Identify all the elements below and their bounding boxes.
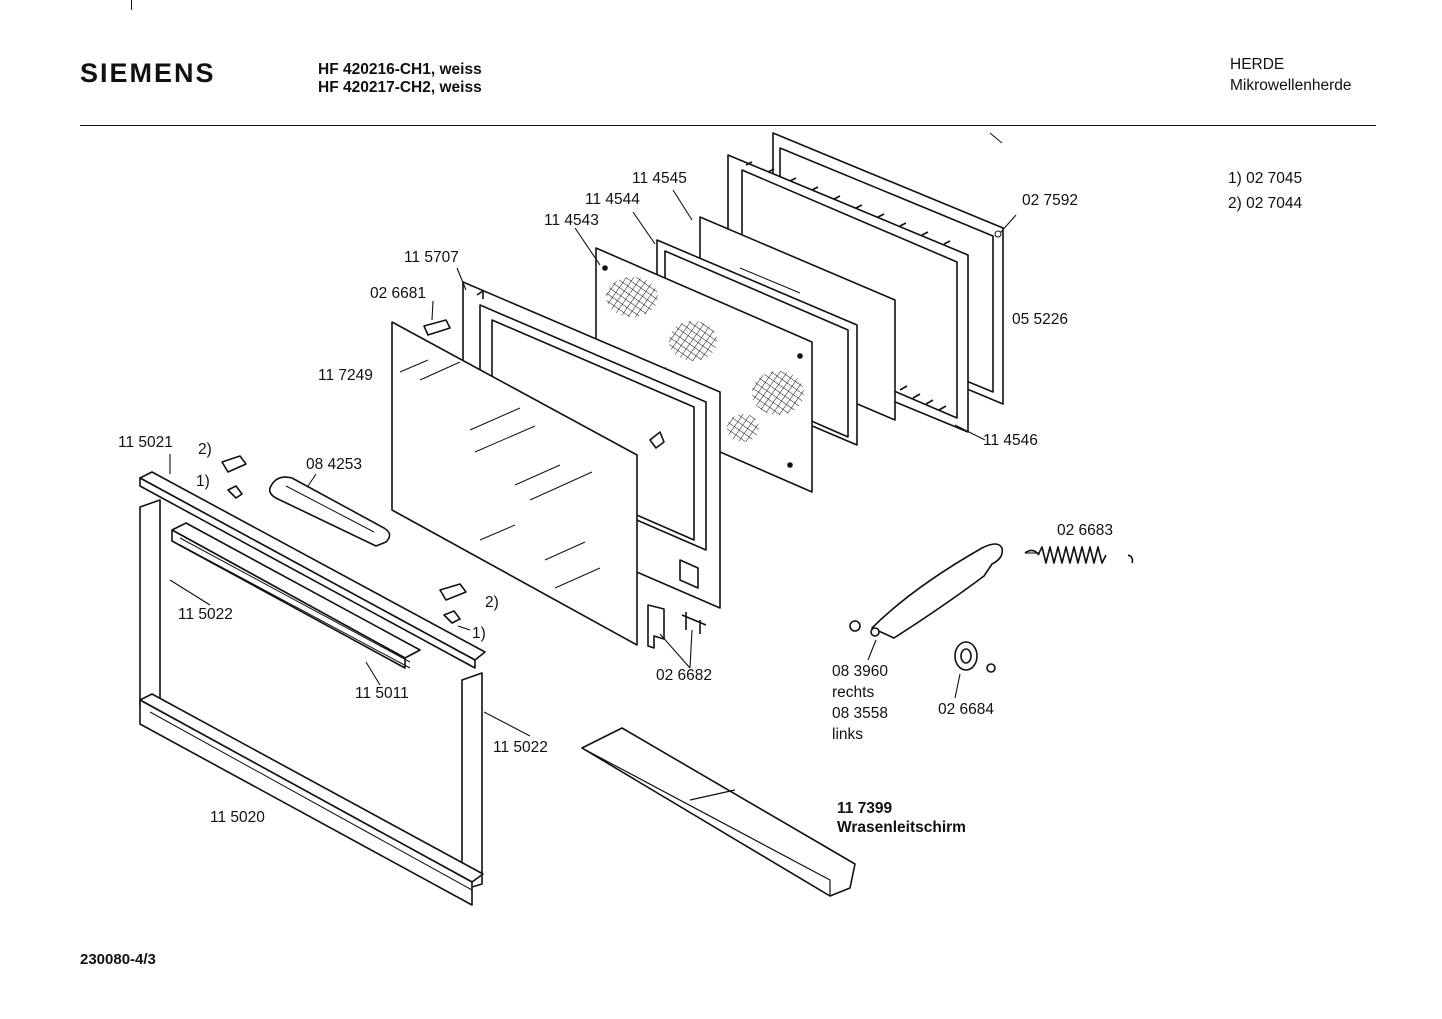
model-line-1: HF 420216-CH1, weiss — [318, 61, 482, 78]
outer-glass — [391, 321, 638, 646]
label-115022-right: 11 5022 — [493, 739, 548, 756]
hinge-screw — [681, 612, 707, 634]
label-055226: 05 5226 — [1012, 311, 1069, 328]
drawing-code: 230080-4/3 — [80, 951, 156, 968]
model-line-2: HF 420217-CH2, weiss — [318, 79, 482, 96]
label-026683: 02 6683 — [1057, 522, 1114, 539]
label-115011: 11 5011 — [355, 685, 409, 702]
label-115707: 11 5707 — [404, 249, 459, 266]
label-114544: 11 4544 — [585, 191, 640, 208]
leader-lines — [169, 189, 1040, 737]
label-note2-a: 2) — [198, 441, 212, 458]
label-note1-b: 1) — [472, 625, 486, 642]
door-handle — [268, 476, 391, 547]
label-026682: 02 6682 — [656, 667, 713, 684]
label-115021: 11 5021 — [118, 434, 173, 451]
crop-mark — [131, 0, 132, 10]
label-115020: 11 5020 — [210, 809, 265, 826]
bottom-rail — [139, 693, 484, 906]
spring — [1024, 546, 1134, 564]
hinge-plate — [647, 604, 665, 649]
label-114543: 11 4543 — [544, 212, 599, 229]
clip-part — [423, 319, 451, 336]
left-stile — [139, 499, 161, 707]
steam-deflector — [581, 727, 856, 897]
label-083558: 08 3558 — [832, 705, 889, 722]
mesh-plate — [595, 247, 813, 493]
label-114546: 11 4546 — [983, 432, 1038, 449]
label-026684: 02 6684 — [938, 701, 995, 718]
label-027592: 02 7592 — [1022, 192, 1079, 209]
label-links: links — [832, 726, 864, 743]
label-114545: 11 4545 — [632, 170, 687, 187]
header-rule — [80, 125, 1376, 126]
right-stile — [461, 672, 483, 891]
category: HERDE — [1230, 56, 1285, 73]
label-026681: 02 6681 — [370, 285, 427, 302]
door-lever — [849, 543, 1004, 639]
label-wrasenleitschirm: Wrasenleitschirm — [837, 819, 966, 836]
latch-clips — [221, 455, 467, 624]
brand-logo: SIEMENS — [80, 58, 216, 88]
vent-bar — [171, 522, 421, 669]
roller — [954, 641, 996, 673]
label-083960: 08 3960 — [832, 663, 889, 680]
footnote-1: 1) 02 7045 — [1228, 170, 1303, 187]
label-rechts: rechts — [832, 684, 875, 701]
label-117399: 11 7399 — [837, 800, 893, 817]
label-117249: 11 7249 — [318, 367, 373, 384]
footnote-2: 2) 02 7044 — [1228, 195, 1303, 212]
label-note1-a: 1) — [196, 473, 210, 490]
label-084253: 08 4253 — [306, 456, 363, 473]
label-note2-b: 2) — [485, 594, 499, 611]
subcategory: Mikrowellenherde — [1230, 77, 1352, 94]
label-115022-left: 11 5022 — [178, 606, 233, 623]
